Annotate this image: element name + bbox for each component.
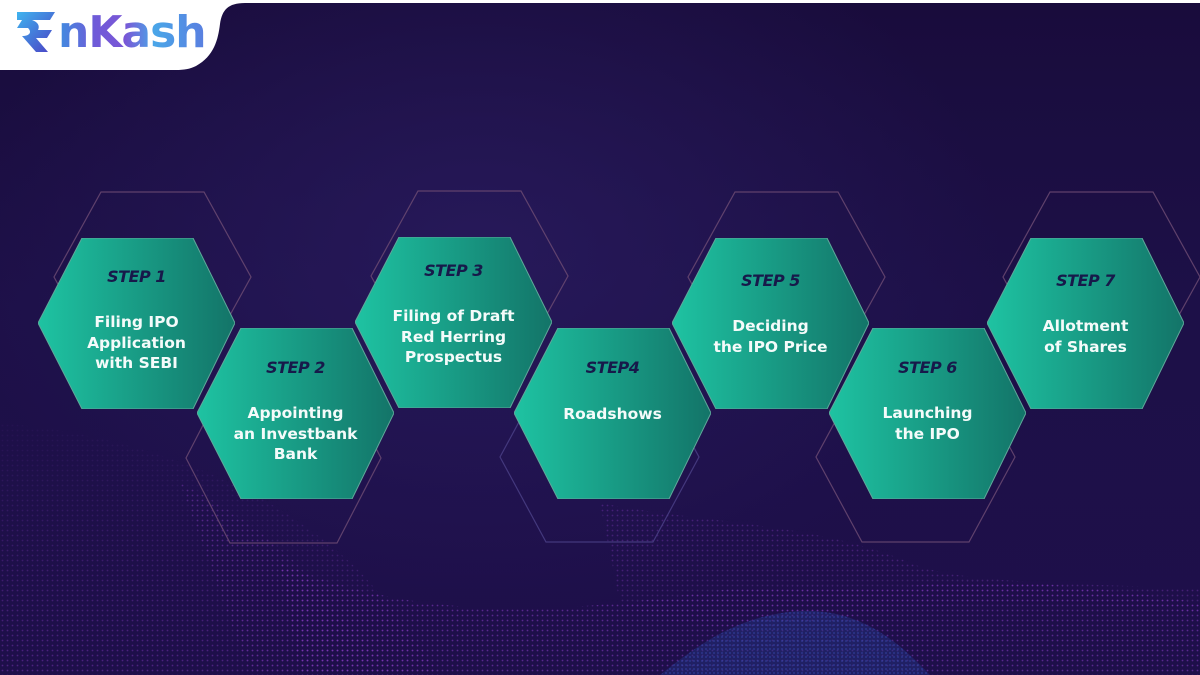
step-label: STEP 5 xyxy=(741,271,800,290)
step-label: STEP 1 xyxy=(107,267,166,286)
step-description: Filing IPO Application with SEBI xyxy=(87,313,186,372)
hexagon-shape xyxy=(514,328,711,499)
step-description: Roadshows xyxy=(563,405,662,423)
hexagon-shape xyxy=(987,238,1184,409)
logo-wordmark: nKash xyxy=(58,6,207,58)
step-1-hexagon: STEP 1 Filing IPO Application with SEBI xyxy=(38,238,235,409)
step-description: Allotment of Shares xyxy=(1042,317,1129,356)
rupee-e-logo-mark-icon xyxy=(17,12,55,52)
step-4-hexagon: STEP4 Roadshows xyxy=(514,328,711,499)
logo-tab-background xyxy=(0,0,245,70)
step-label: STEP 7 xyxy=(1056,271,1115,290)
step-6-hexagon: STEP 6 Launching the IPO xyxy=(829,328,1026,499)
hexagon-shape xyxy=(355,237,552,408)
hexagon-shape xyxy=(197,328,394,499)
step-description: Deciding the IPO Price xyxy=(713,317,828,356)
dotted-wave-background xyxy=(0,423,1200,675)
step-7-hexagon: STEP 7 Allotment of Shares xyxy=(987,238,1184,409)
step-description: Filing of Draft Red Herring Prospectus xyxy=(392,307,515,366)
hexagon-shape xyxy=(38,238,235,409)
step-label: STEP4 xyxy=(585,358,640,377)
step-label: STEP 3 xyxy=(424,261,483,280)
step-label: STEP 2 xyxy=(266,358,325,377)
hexagon-shape xyxy=(829,328,1026,499)
step-label: STEP 6 xyxy=(898,358,957,377)
step-description: Appointing an Investbank Bank xyxy=(233,404,358,463)
step-3-hexagon: STEP 3 Filing of Draft Red Herring Prosp… xyxy=(355,237,552,408)
step-description: Launching the IPO xyxy=(882,404,973,443)
hexagon-shape xyxy=(672,238,869,409)
step-2-hexagon: STEP 2 Appointing an Investbank Bank xyxy=(197,328,394,499)
step-5-hexagon: STEP 5 Deciding the IPO Price xyxy=(672,238,869,409)
